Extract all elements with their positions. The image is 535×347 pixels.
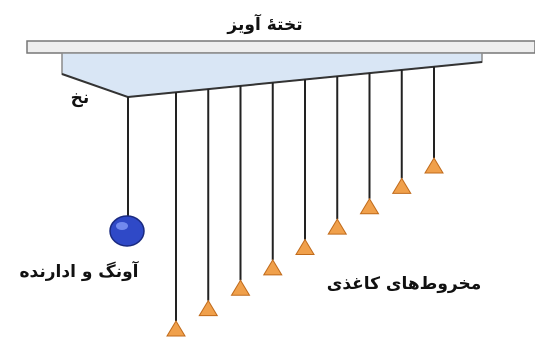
paper-cone xyxy=(262,258,283,276)
hanging-board xyxy=(26,40,535,54)
driver-pendulum-bob-highlight xyxy=(116,222,128,230)
driver-pendulum-bob xyxy=(109,215,145,247)
paper-cones-label: مخروط‌های کاغذی xyxy=(327,274,482,294)
paper-cone xyxy=(359,197,380,215)
paper-cone xyxy=(424,157,444,174)
paper-cone xyxy=(230,279,251,296)
driver-pendulum-label: آونگ و ادارنده xyxy=(20,260,140,282)
frame-lower-edge xyxy=(61,73,129,98)
paper-cone xyxy=(166,320,186,337)
paper-cone xyxy=(327,218,348,235)
string-label: نخ xyxy=(71,88,90,108)
board-label: تختهٔ آویز xyxy=(226,13,302,35)
paper-cone xyxy=(391,177,412,194)
paper-cone xyxy=(198,299,219,317)
paper-cone xyxy=(295,238,315,255)
paper-cone-pendulums xyxy=(166,66,444,337)
